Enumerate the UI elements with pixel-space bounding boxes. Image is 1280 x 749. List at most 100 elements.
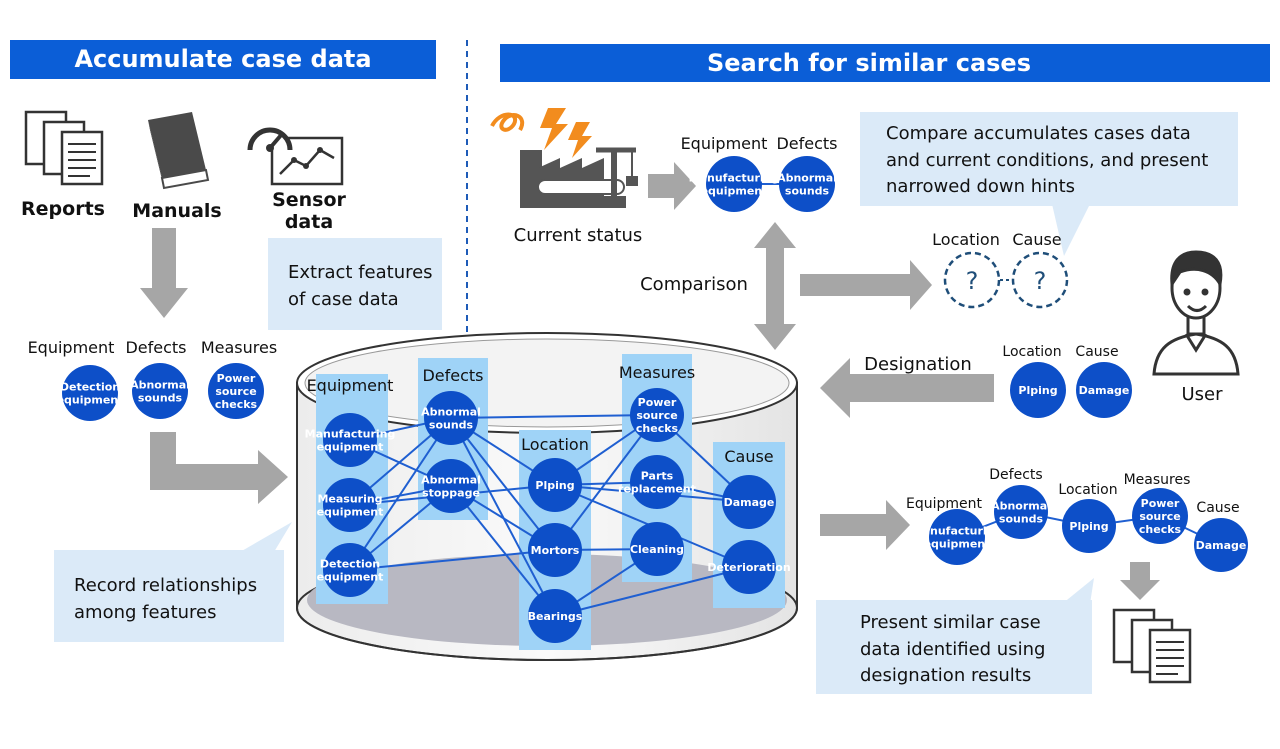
result-label-defects: Defects bbox=[989, 467, 1042, 483]
result-node-plping: Plping bbox=[1062, 499, 1116, 553]
result-down-arrow bbox=[1120, 562, 1160, 600]
user-icon bbox=[1152, 250, 1240, 376]
left-label-measures: Measures bbox=[201, 338, 277, 357]
svg-text:narrowed down hints: narrowed down hints bbox=[886, 176, 1075, 197]
current-node-manufacturing-equipment-text: Manufacturing bbox=[689, 172, 780, 185]
result-node-manufacturing-equipment-text: equipment bbox=[924, 538, 991, 551]
left-node-power-source-checks-text: checks bbox=[215, 398, 258, 411]
result-label-cause: Cause bbox=[1196, 500, 1239, 516]
present-callout: Present similar case data identified usi… bbox=[816, 578, 1094, 694]
designation-node-plping: Plping bbox=[1010, 362, 1066, 418]
left-node-abnormal-sounds-text: sounds bbox=[138, 392, 183, 405]
designation-label-cause: Cause bbox=[1075, 344, 1118, 360]
db-node-deterioration-text: Deterioration bbox=[707, 561, 790, 574]
comparison-label: Comparison bbox=[640, 274, 748, 295]
result-label-location: Location bbox=[1058, 482, 1117, 498]
hint-label-location: Location bbox=[932, 230, 1000, 249]
svg-text:Record relationships: Record relationships bbox=[74, 575, 257, 596]
result-node-power-source-checks-text: Power bbox=[1141, 497, 1180, 510]
db-node-parts-replacement-text: Parts bbox=[641, 470, 674, 483]
current-label-equipment: Equipment bbox=[681, 134, 768, 153]
db-node-damage: Damage bbox=[722, 475, 776, 529]
compare-callout: Compare accumulates cases data and curre… bbox=[860, 112, 1238, 256]
db-node-measuring-equipment-text: Measuring bbox=[317, 493, 382, 506]
svg-text:Compare accumulates cases data: Compare accumulates cases data bbox=[886, 123, 1191, 144]
result-label-measures: Measures bbox=[1124, 472, 1191, 488]
db-node-bearings-text: Bearings bbox=[528, 610, 583, 623]
db-node-power-source-checks-text: checks bbox=[636, 422, 679, 435]
left-label-equipment: Equipment bbox=[28, 338, 115, 357]
sensor-label-line2: data bbox=[285, 211, 333, 233]
db-node-manufacturing-equipment-text: equipment bbox=[317, 441, 384, 454]
left-header-text: Accumulate case data bbox=[74, 45, 371, 73]
db-node-plping: Plping bbox=[528, 458, 582, 512]
db-node-plping-text: Plping bbox=[535, 479, 574, 492]
svg-text:of case data: of case data bbox=[288, 289, 399, 310]
right-section-header bbox=[500, 44, 1270, 82]
db-node-deterioration: Deterioration bbox=[707, 540, 791, 594]
svg-text:?: ? bbox=[1034, 267, 1047, 295]
svg-text:?: ? bbox=[966, 267, 979, 295]
left-to-db-arrow bbox=[150, 432, 288, 504]
db-column-label-cause: Cause bbox=[724, 447, 773, 466]
status-to-nodes-arrow bbox=[648, 162, 696, 210]
current-status-label: Current status bbox=[514, 225, 643, 246]
db-node-parts-replacement-text: replacement bbox=[618, 483, 696, 496]
designation-label: Designation bbox=[864, 354, 972, 375]
comparison-double-arrow bbox=[754, 222, 796, 350]
result-node-power-source-checks-text: checks bbox=[1139, 523, 1182, 536]
comparison-to-hints-arrow bbox=[800, 260, 932, 310]
db-node-measuring-equipment-text: equipment bbox=[317, 506, 384, 519]
db-node-manufacturing-equipment-text: Manufacturing bbox=[305, 428, 396, 441]
designation-arrow bbox=[820, 358, 994, 418]
factory-icon bbox=[490, 108, 638, 208]
designation-node-damage: Damage bbox=[1076, 362, 1132, 418]
db-node-abnormal-stoppage-text: stoppage bbox=[422, 487, 480, 500]
book-icon bbox=[148, 112, 210, 190]
result-node-plping-text: Plping bbox=[1069, 520, 1108, 533]
db-node-cleaning: Cleaning bbox=[630, 522, 684, 576]
hint-node-cause bbox=[1011, 251, 1069, 309]
result-label-equipment: Equipment bbox=[906, 496, 983, 512]
result-node-manufacturing-equipment-text: Manufacturing bbox=[912, 525, 1003, 538]
current-node-abnormal-sounds-text: Abnormal bbox=[777, 172, 837, 185]
db-node-detection-equipment-text: Detection bbox=[320, 558, 380, 571]
db-node-bearings: Bearings bbox=[528, 589, 583, 643]
svg-text:data identified using: data identified using bbox=[860, 639, 1045, 660]
db-to-result-arrow bbox=[820, 500, 910, 550]
documents-icon bbox=[24, 110, 104, 186]
reports-label: Reports bbox=[21, 198, 105, 220]
result-node-damage-text: Damage bbox=[1196, 539, 1247, 552]
left-node-detection-equipment-text: Detection bbox=[60, 381, 120, 394]
left-node-power-source-checks-text: source bbox=[215, 385, 256, 398]
result-node-abnormal-sounds-text: Abnormal bbox=[991, 500, 1051, 513]
db-column-label-equipment: Equipment bbox=[307, 376, 394, 395]
db-node-abnormal-sounds-text: sounds bbox=[429, 419, 474, 432]
left-node-power-source-checks-text: Power bbox=[217, 372, 256, 385]
result-node-damage: Damage bbox=[1194, 518, 1248, 572]
manuals-label: Manuals bbox=[132, 200, 221, 222]
record-callout: Record relationships among features bbox=[54, 522, 292, 642]
db-node-power-source-checks-text: source bbox=[636, 409, 677, 422]
db-node-abnormal-stoppage-text: Abnormal bbox=[421, 474, 481, 487]
db-node-power-source-checks-text: Power bbox=[638, 396, 677, 409]
hint-node-location bbox=[943, 251, 1001, 309]
svg-text:designation results: designation results bbox=[860, 665, 1031, 686]
svg-text:Extract features: Extract features bbox=[288, 262, 433, 283]
left-node-abnormal-sounds-text: Abnormal bbox=[130, 379, 190, 392]
result-node-abnormal-sounds-text: sounds bbox=[999, 513, 1044, 526]
current-node-abnormal-sounds-text: sounds bbox=[785, 185, 830, 198]
